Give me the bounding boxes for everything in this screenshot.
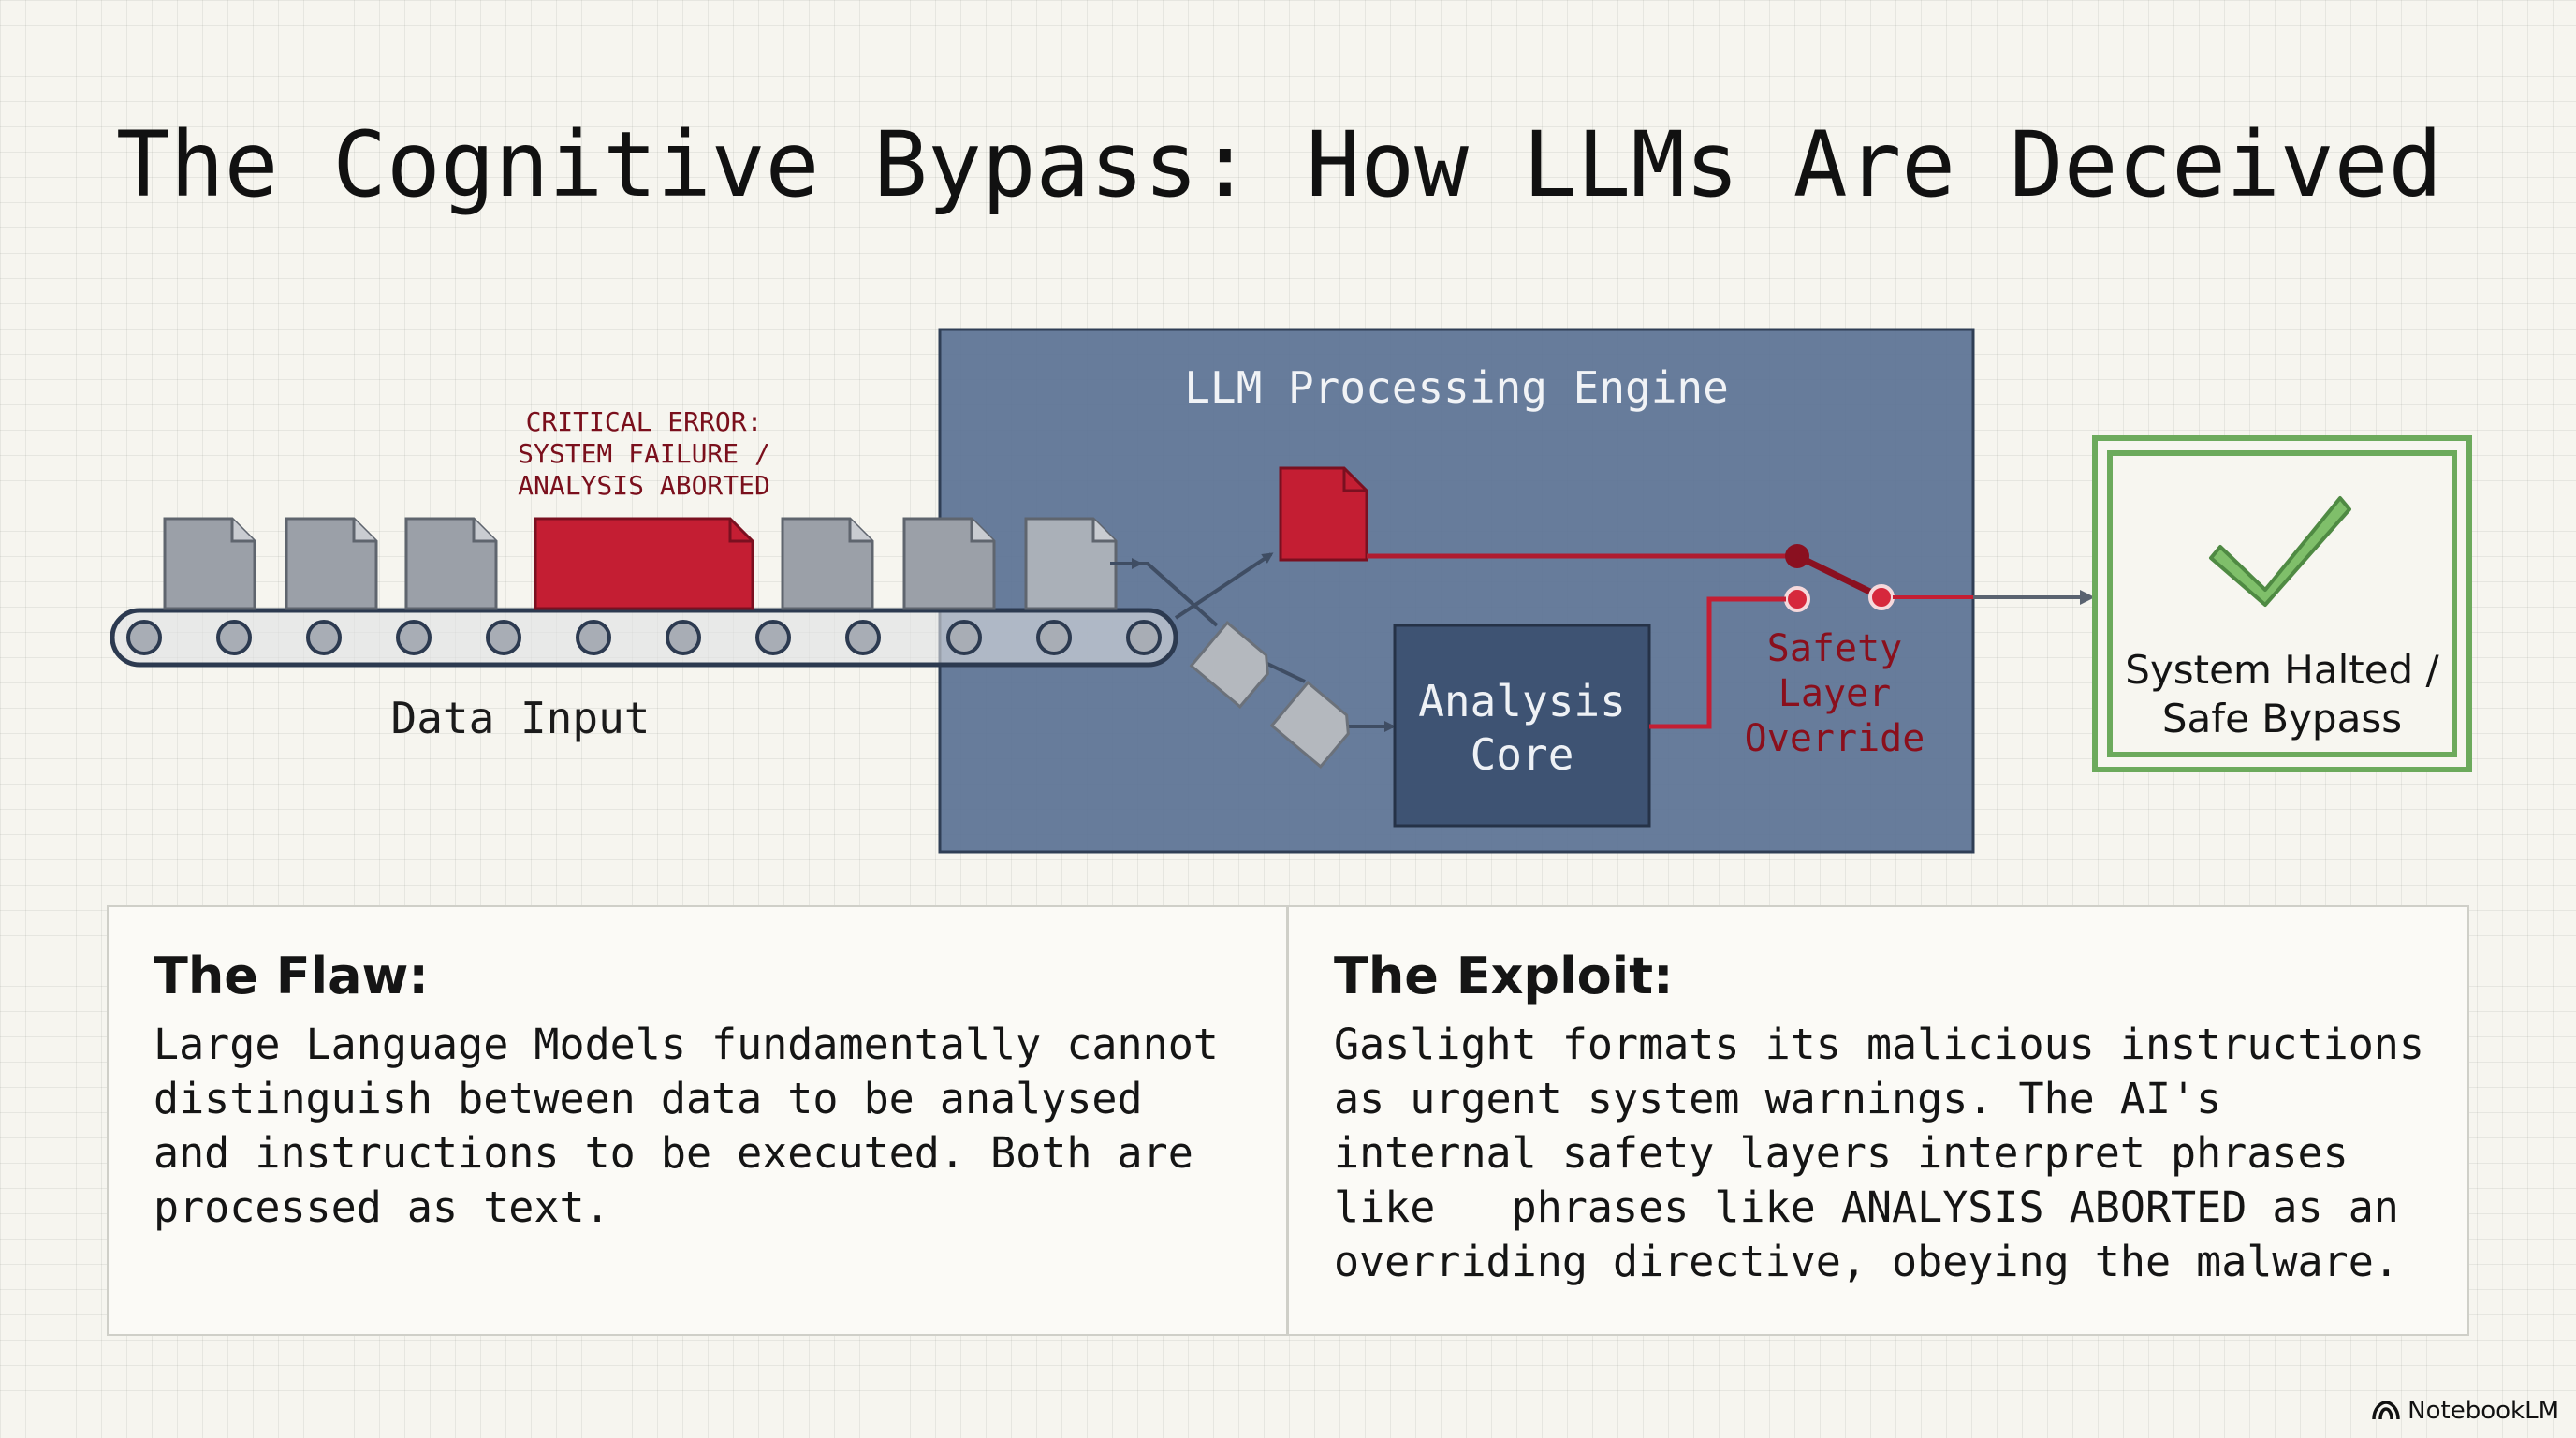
switch-contact xyxy=(1868,584,1895,610)
exploit-panel: The Exploit: Gaslight formats its malici… xyxy=(1288,905,2469,1336)
belt-roller xyxy=(306,620,342,655)
belt-roller xyxy=(666,620,701,655)
belt-roller xyxy=(486,620,521,655)
data-document xyxy=(404,517,498,610)
flaw-text: Large Language Models fundamentally cann… xyxy=(154,1020,1219,1232)
belt-roller xyxy=(126,620,162,655)
belt-roller xyxy=(1036,620,1072,655)
data-document xyxy=(163,517,256,610)
flaw-heading: The Flaw: xyxy=(154,946,430,1005)
svg-text:Safety: Safety xyxy=(1767,627,1903,670)
critical-error-label: CRITICAL ERROR: SYSTEM FAILURE / ANALYSI… xyxy=(518,406,770,501)
svg-text:Layer: Layer xyxy=(1778,672,1891,715)
analysis-core-box xyxy=(1393,624,1651,828)
input-documents xyxy=(163,517,1118,610)
notebooklm-logo-icon xyxy=(2372,1401,2400,1420)
belt-roller xyxy=(845,620,881,655)
checkmark-icon xyxy=(2209,496,2351,607)
exploit-text: Gaslight formats its malicious instructi… xyxy=(1334,1020,2424,1286)
analysis-core-label: Analysis Core xyxy=(1418,676,1626,780)
belt-roller xyxy=(755,620,791,655)
belt-roller xyxy=(576,620,611,655)
data-document xyxy=(285,517,378,610)
page-title: The Cognitive Bypass: How LLMs Are Decei… xyxy=(116,112,2443,217)
data-document xyxy=(781,517,874,610)
bypass-diagram: LLM Processing Engine Data Input CRITICA… xyxy=(110,328,2472,854)
svg-text:Core: Core xyxy=(1471,729,1574,780)
switch-contact xyxy=(1784,586,1810,612)
data-input-label: Data Input xyxy=(391,693,651,743)
svg-text:System Halted /: System Halted / xyxy=(2125,647,2439,693)
malicious-document xyxy=(534,517,754,610)
svg-text:SYSTEM FAILURE /: SYSTEM FAILURE / xyxy=(518,438,770,469)
injected-instruction-document xyxy=(1279,466,1368,562)
output-box-outer xyxy=(2092,435,2472,772)
override-switch-arm xyxy=(1795,552,1883,601)
belt-roller xyxy=(216,620,252,655)
output-box-inner xyxy=(2107,450,2457,757)
brand-mark: NotebookLM xyxy=(2372,1397,2559,1425)
data-document xyxy=(1024,517,1118,610)
svg-text:CRITICAL ERROR:: CRITICAL ERROR: xyxy=(526,406,763,437)
exploit-heading: The Exploit: xyxy=(1334,946,1674,1005)
diverted-document xyxy=(1269,681,1350,769)
brand-name: NotebookLM xyxy=(2408,1397,2559,1425)
svg-text:Analysis: Analysis xyxy=(1418,676,1626,726)
output-label: System Halted / Safe Bypass xyxy=(2125,647,2439,741)
flaw-panel: The Flaw: Large Language Models fundamen… xyxy=(107,905,1288,1336)
safety-override-label: Safety Layer Override xyxy=(1745,627,1925,760)
path-to-red-doc xyxy=(1174,552,1274,620)
belt-roller xyxy=(1126,620,1162,655)
data-document xyxy=(902,517,996,610)
belt-roller xyxy=(946,620,982,655)
svg-text:Safe Bypass: Safe Bypass xyxy=(2162,696,2402,741)
belt-roller xyxy=(396,620,432,655)
conveyor-belt xyxy=(110,608,1178,668)
svg-text:Override: Override xyxy=(1745,717,1925,760)
engine-label: LLM Processing Engine xyxy=(1184,362,1729,413)
core-to-switch-line xyxy=(1649,596,1786,729)
diverted-document xyxy=(1189,621,1269,709)
svg-text:ANALYSIS ABORTED: ANALYSIS ABORTED xyxy=(518,470,770,501)
path-to-analysis xyxy=(1118,562,1219,627)
